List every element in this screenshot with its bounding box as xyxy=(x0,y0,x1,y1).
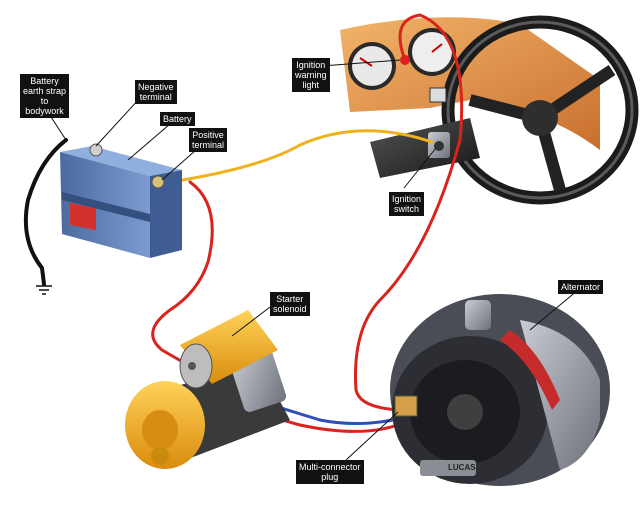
label-alternator: Alternator xyxy=(558,280,604,294)
battery-part xyxy=(60,143,182,258)
label-multi-connector-plug: Multi-connector plug xyxy=(296,460,364,484)
earth-strap-wire xyxy=(23,138,68,286)
multi-connector-plug-part xyxy=(394,395,418,417)
label-negative-terminal: Negative terminal xyxy=(135,80,177,104)
label-battery-earth-strap: Battery earth strap to bodywork xyxy=(20,74,70,118)
wire-red-warning-light xyxy=(354,13,464,412)
positive-terminal-post xyxy=(151,175,165,189)
wire-yellow xyxy=(168,129,434,184)
dashboard-panel xyxy=(340,17,600,151)
alternator-badge: LUCAS xyxy=(448,463,476,472)
leader-lines xyxy=(39,59,579,461)
steering-wheel xyxy=(370,15,639,205)
negative-terminal-post xyxy=(89,143,103,157)
wire-red-battery xyxy=(151,180,214,367)
starter-solenoid-part xyxy=(179,310,278,389)
alternator-part xyxy=(390,294,610,486)
label-ignition-switch: Ignition switch xyxy=(389,192,425,216)
earth-symbol-icon xyxy=(36,285,52,295)
label-positive-terminal: Positive terminal xyxy=(189,128,228,152)
battery-label-plate xyxy=(70,202,96,231)
label-ignition-warning-light: Ignition warning light xyxy=(292,58,330,92)
ignition-key-slot-icon xyxy=(434,141,444,151)
label-starter-solenoid: Starter solenoid xyxy=(270,292,310,316)
label-battery: Battery xyxy=(160,112,195,126)
